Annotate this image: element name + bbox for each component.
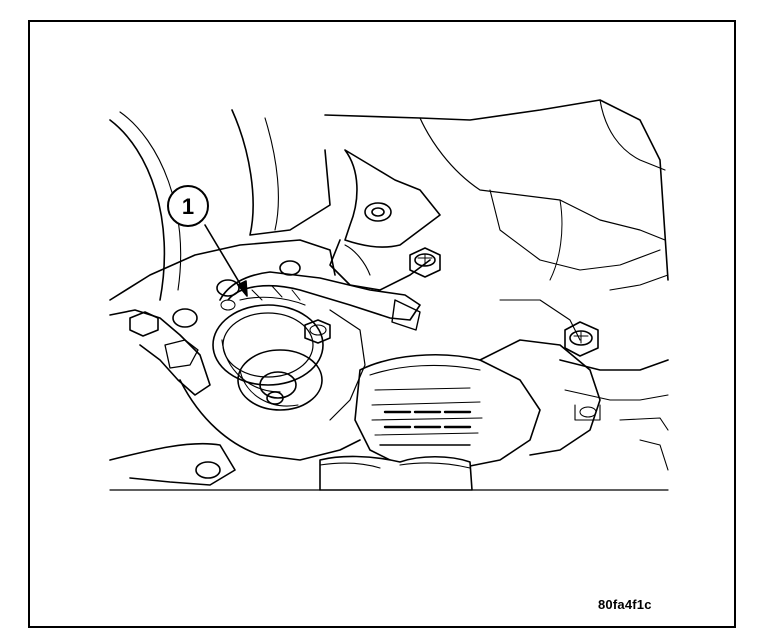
figure-frame: [28, 20, 736, 628]
callout-leader: [204, 224, 246, 293]
alternator-body: [354, 354, 541, 471]
bottom-left-foot: [109, 442, 236, 486]
top-right-casting: [324, 99, 669, 281]
lower-right-casting: [559, 359, 669, 371]
left-housing: [109, 239, 336, 301]
callout-1: 1: [167, 185, 209, 227]
coolant-hose: [319, 455, 473, 491]
upper-housing: [231, 109, 331, 236]
callout-1-label: 1: [182, 194, 194, 219]
lower-housing: [179, 379, 361, 461]
engine-mount: [212, 304, 324, 393]
mounting-bracket: [344, 149, 441, 248]
left-housing-curve: [109, 119, 166, 301]
strap-clamp: [219, 271, 421, 321]
mount-bolt: [304, 319, 331, 344]
figure-id: 80fa4f1c: [598, 597, 652, 612]
bolt-head-top: [409, 247, 441, 278]
bolt-head-right: [564, 321, 599, 357]
mount-center-boss: [237, 349, 323, 411]
